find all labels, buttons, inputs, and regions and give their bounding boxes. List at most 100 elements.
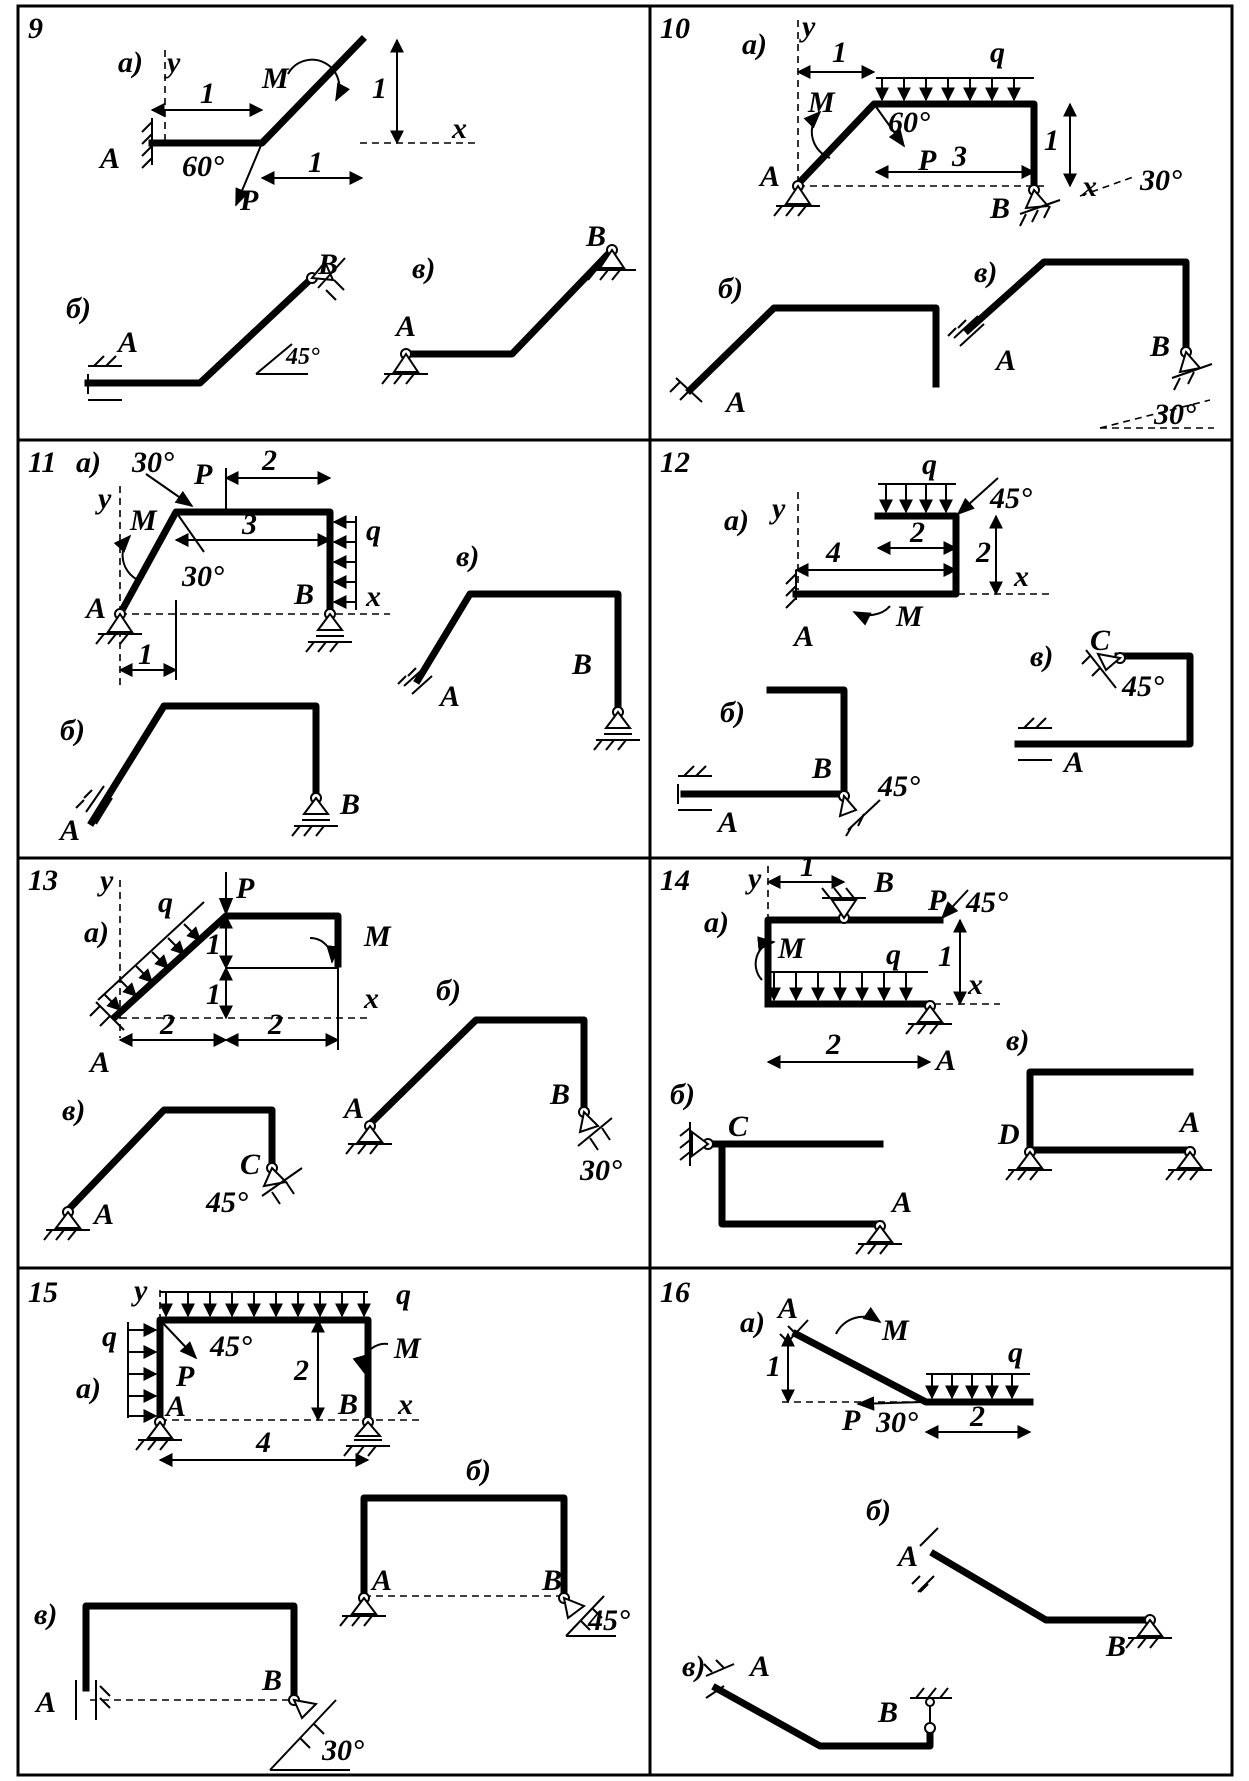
- dimension-label: 4: [825, 536, 841, 569]
- distributed-load-q: [925, 1373, 1030, 1400]
- problem-number: 12: [660, 446, 690, 479]
- pin-support-C: [679, 1122, 714, 1166]
- sliding-clamp-A: [911, 1527, 939, 1593]
- angle-label: 60°: [182, 150, 224, 183]
- point-A-label: A: [98, 142, 120, 175]
- angle-reference-line: [255, 343, 293, 375]
- structure-member: [365, 1016, 588, 1129]
- subfigure-v-label: в): [682, 1650, 705, 1683]
- problem-number: 9: [28, 12, 43, 45]
- x-axis-label: x: [967, 968, 983, 1001]
- subfigure-v-label: в): [974, 256, 997, 289]
- roller-support-C: [1081, 649, 1126, 689]
- point-A-label: A: [1178, 1106, 1200, 1139]
- y-axis-label: y: [95, 482, 112, 515]
- pin-support-A: [773, 180, 820, 217]
- pin-support-A: [855, 1220, 902, 1255]
- x-axis-label: x: [451, 112, 467, 145]
- load-q-label: q: [158, 886, 173, 919]
- dimension-label: 2: [969, 1400, 985, 1433]
- point-B-label: B: [1149, 330, 1170, 363]
- problem-11: 11 а) y x P 30° 2 3 q M 30°: [28, 444, 640, 847]
- y-axis-label: y: [769, 492, 786, 525]
- problem-10: 10 а) y x 1 q P 60° 3 1 M: [660, 10, 1214, 431]
- problem-number: 10: [660, 12, 690, 45]
- point-B-label: B: [585, 220, 606, 253]
- subfigure-b-label: б): [866, 1494, 891, 1527]
- pin-support-A: [339, 1592, 386, 1627]
- force-P-label: P: [193, 458, 213, 491]
- angle-label: 45°: [1121, 670, 1164, 703]
- structure-member: [680, 686, 848, 798]
- point-A-label: A: [58, 814, 80, 847]
- force-P-arrow: [873, 103, 906, 148]
- structure-member: [402, 245, 617, 358]
- sliding-clamp-A: [1018, 717, 1052, 761]
- force-arrow: [956, 477, 999, 516]
- subfigure-a-label: а): [704, 906, 729, 939]
- moment-M-arrow: [803, 110, 831, 159]
- dimension-label: 2: [825, 1028, 841, 1061]
- dimension-label: 2: [909, 516, 925, 549]
- force-P-label: P: [175, 1360, 195, 1393]
- point-A-label: A: [92, 1198, 114, 1231]
- point-A-label: A: [890, 1186, 912, 1219]
- point-A-label: A: [896, 1540, 918, 1573]
- angle-label: 45°: [205, 1186, 248, 1219]
- dimension-label: 1: [938, 940, 953, 973]
- structure-member: [1026, 1068, 1194, 1154]
- pin-support-D: [1005, 1146, 1052, 1181]
- dimension-label: 3: [241, 508, 257, 541]
- structure-member: [63, 1106, 276, 1215]
- point-A-label: A: [716, 806, 738, 839]
- subfigure-b-label: б): [466, 1454, 491, 1487]
- pin-support-B: [1125, 1614, 1172, 1649]
- problem-16: 16 а) A 1 M q P 30° 2 б): [660, 1276, 1172, 1750]
- structure-member: [82, 1602, 298, 1698]
- pin-support-A: [1165, 1146, 1212, 1181]
- y-axis-label: y: [131, 1274, 148, 1307]
- y-axis-label: y: [745, 862, 762, 895]
- pin-support-B: [587, 244, 636, 281]
- problem-14: 14 y а) x 1 B P 45° M q: [660, 850, 1212, 1255]
- dimension-label: 2: [267, 1008, 283, 1041]
- fixed-support-A: [785, 570, 797, 609]
- pin-support-B: [821, 887, 866, 924]
- point-A-label: A: [994, 344, 1016, 377]
- point-A-label: A: [370, 1564, 392, 1597]
- point-B-label: B: [339, 788, 360, 821]
- angle-label: 30°: [131, 446, 174, 479]
- subfigure-a-label: а): [76, 446, 101, 479]
- subfigure-v-label: в): [456, 540, 479, 573]
- angle-label: 60°: [888, 106, 930, 139]
- grid-frame: [16, 4, 1234, 1777]
- point-B-label: B: [317, 248, 338, 281]
- point-A-label: A: [776, 1292, 798, 1325]
- structure-member: [84, 273, 317, 387]
- moment-M-arrow: [352, 1342, 389, 1374]
- structure-member: [711, 1683, 934, 1750]
- sliding-clamp-A: [947, 315, 985, 347]
- problem-15: 15 y x q q а) P: [28, 1274, 630, 1771]
- y-axis-label: y: [164, 46, 181, 79]
- dimension-label: 4: [255, 1426, 271, 1459]
- moment-M-arrow: [852, 605, 891, 626]
- point-A-label: A: [1062, 746, 1084, 779]
- point-A-label: A: [116, 326, 138, 359]
- problem-number: 11: [28, 446, 56, 479]
- moment-M-label: M: [807, 86, 836, 119]
- angle-label: 45°: [285, 344, 320, 370]
- angle-label: 30°: [181, 560, 224, 593]
- subfigure-b-label: б): [718, 272, 743, 305]
- roller-support-B: [343, 1416, 390, 1457]
- problem-12: 12 а) y x q 45° 2 4 2 M A б): [660, 446, 1194, 839]
- point-A-label: A: [724, 386, 746, 419]
- angle-label: 30°: [1153, 398, 1196, 431]
- dimension-label: 2: [261, 444, 277, 477]
- dimension-label: 1: [138, 638, 153, 671]
- angle-reference-line: [175, 511, 205, 553]
- point-C-label: C: [1090, 624, 1111, 657]
- x-axis-label: x: [397, 1388, 413, 1421]
- roller-support-B: [291, 792, 338, 837]
- structure-member: [963, 258, 1190, 354]
